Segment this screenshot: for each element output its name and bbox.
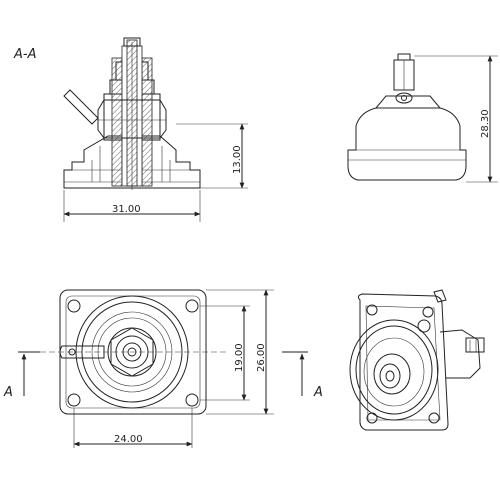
- dim-width-31: 31.00: [112, 204, 141, 215]
- dim-height-26: 26.00: [256, 343, 267, 372]
- section-arrow-label-left: A: [3, 385, 13, 400]
- section-arrow-label-right: A: [313, 385, 323, 400]
- dim-height-28: 28.30: [480, 109, 491, 138]
- dim-height-19: 19.00: [234, 343, 245, 372]
- dim-width-24: 24.00: [114, 434, 143, 445]
- dim-height-13: 13.00: [232, 145, 243, 174]
- isometric-view: [349, 289, 485, 431]
- section-label: A-A: [13, 47, 36, 62]
- section-view: 31.00 13.00: [63, 37, 248, 222]
- front-view: 24.00 19.00 26.00 A A: [3, 289, 323, 448]
- side-view: 28.30: [347, 53, 498, 183]
